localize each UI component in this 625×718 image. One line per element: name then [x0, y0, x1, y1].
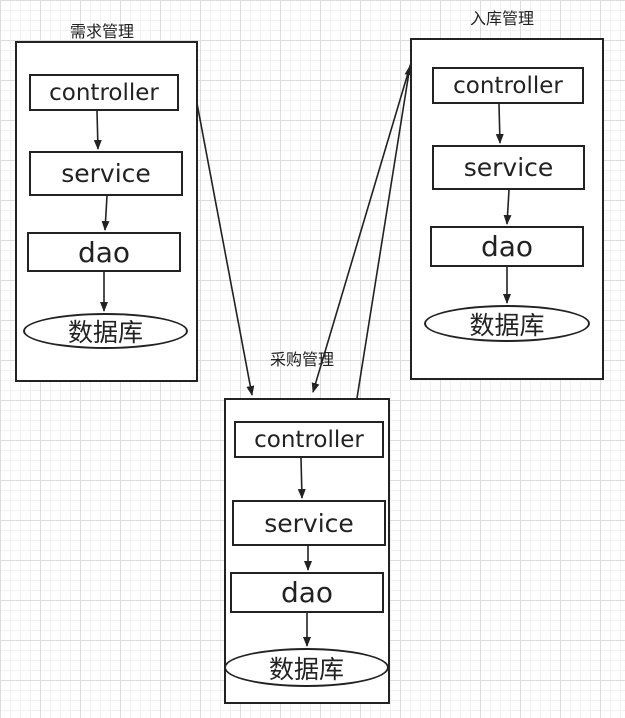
database-ellipse-inbound: 数据库 [424, 305, 590, 342]
service-box-inbound: service [432, 145, 585, 190]
module-title-demand: 需求管理 [70, 22, 135, 41]
database-ellipse-purchase: 数据库 [224, 648, 389, 687]
arrow-inbound-service-dao [503, 189, 512, 225]
controller-box-demand: controller [29, 74, 179, 111]
arrow-demand-controller-service [93, 110, 102, 150]
arrow-purchase-controller-service [297, 457, 306, 499]
service-box-purchase: service [232, 500, 386, 546]
module-title-inbound: 入库管理 [470, 9, 535, 28]
arrow-inbound-to-purchase [311, 62, 412, 393]
arrow-demand-service-dao [101, 195, 110, 231]
arrow-purchase-to-inbound [356, 65, 413, 399]
module-title-purchase: 采购管理 [270, 350, 335, 369]
dao-box-inbound: dao [430, 226, 584, 267]
arrow-demand-to-purchase [195, 97, 255, 396]
dao-box-demand: dao [27, 232, 181, 272]
controller-box-purchase: controller [234, 421, 384, 458]
service-box-demand: service [29, 151, 183, 196]
controller-box-inbound: controller [432, 67, 584, 104]
arrow-inbound-controller-service [495, 103, 504, 144]
dao-box-purchase: dao [230, 572, 384, 613]
database-ellipse-demand: 数据库 [23, 313, 188, 349]
